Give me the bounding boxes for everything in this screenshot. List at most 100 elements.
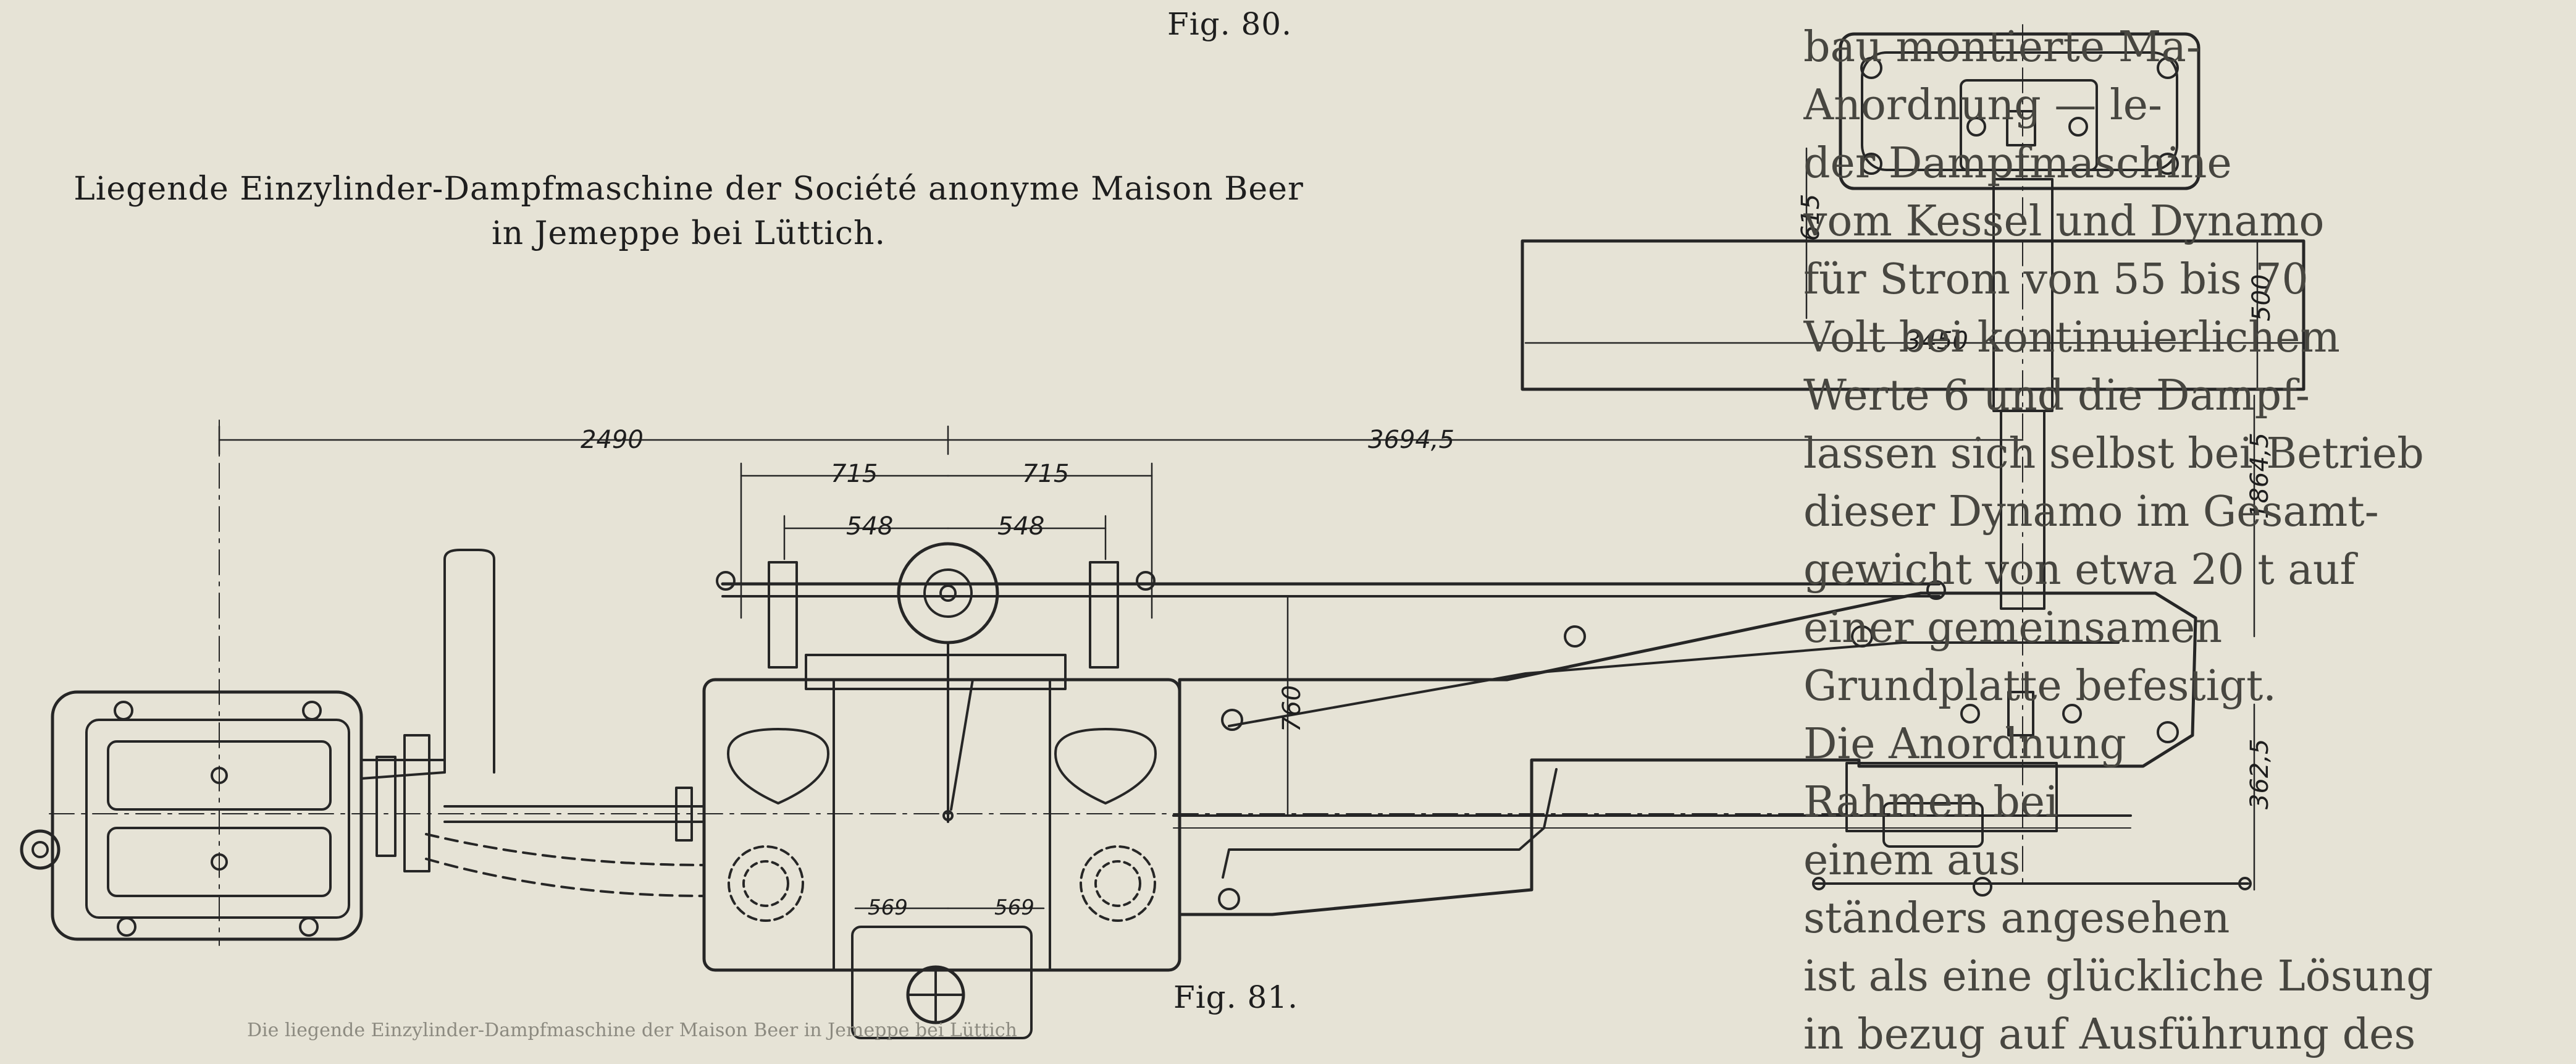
bolt: [302, 701, 322, 720]
bolt: [117, 917, 136, 937]
gland: [675, 787, 693, 842]
end-eye-inner: [31, 841, 49, 858]
bolt: [299, 917, 319, 937]
side-text-line: für Strom von 55 bis 70: [1803, 255, 2309, 304]
flange: [403, 734, 430, 872]
side-text-line: Grundplatte befestigt.: [1803, 662, 2276, 711]
governor-center: [939, 585, 957, 602]
side-text-line: in bezug auf Ausführung des: [1803, 1010, 2416, 1059]
figure-caption: Liegende Einzylinder-Dampfmaschine der S…: [25, 167, 1353, 256]
bolt: [1973, 877, 1992, 897]
bolt: [1218, 888, 1240, 910]
frame-lower-curve: [1222, 768, 1558, 879]
valve-gear-frame: [805, 654, 1067, 690]
bolt: [2157, 57, 2179, 79]
port-right: [1080, 845, 1156, 922]
side-text-line: ist als eine glückliche Lösung: [1803, 952, 2433, 1001]
port-right-inner: [1094, 860, 1141, 907]
dim-1864: 1864,5: [2246, 433, 2274, 519]
steam-pipe: [443, 549, 495, 774]
bearing-block-top: [1960, 79, 2098, 171]
governor-hub: [923, 568, 973, 618]
dim-715-left: 715: [831, 460, 878, 488]
bottom-cut-text: Die liegende Einzylinder-Dampfmaschine d…: [247, 1020, 1017, 1041]
bolt: [2157, 721, 2179, 743]
generator-assembly: [1521, 24, 2305, 890]
dim-569-right: 569: [994, 895, 1034, 920]
bolt: [2157, 153, 2179, 175]
frame-upper-curve: [1228, 641, 2120, 727]
foot-block: [851, 926, 1033, 1039]
bolt: [1564, 625, 1586, 648]
frame-outline: [1178, 591, 2197, 916]
frame-slot: [2007, 691, 2034, 737]
dimension-lines: [218, 147, 2305, 910]
side-text-line: dieser Dynamo im Gesamt-: [1803, 488, 2379, 536]
dim-615: 615: [1797, 194, 1825, 241]
valve-spindle-left: [768, 561, 798, 669]
bolt: [1860, 57, 1882, 79]
bolt: [716, 571, 736, 591]
dim-715-right: 715: [1022, 460, 1069, 488]
engine-drawing: 2490 3694,5 715 715 548 548 760 569 569 …: [20, 24, 2305, 1039]
condenser-frame: [85, 719, 350, 919]
flange: [375, 756, 396, 857]
rail-pin: [2238, 877, 2252, 890]
side-text-line: Die Anordnung: [1803, 720, 2126, 769]
dimension-labels: 2490 3694,5 715 715 548 548 760 569 569 …: [581, 194, 2276, 920]
rod-pivot: [1926, 580, 1946, 600]
bolt: [1966, 117, 1986, 137]
condenser-outer: [51, 690, 363, 941]
side-text-line: Volt bei kontinuierlichem: [1803, 313, 2340, 362]
dim-2490: 2490: [581, 426, 644, 454]
governor-arm: [950, 678, 974, 811]
bolt: [114, 701, 133, 720]
dim-569-left: 569: [868, 895, 908, 920]
flywheel-rim: [1521, 239, 2305, 391]
bolt: [1221, 709, 1243, 731]
page: Fig. 80. Liegende Einzylinder-Dampfmasch…: [20, 6, 2433, 1059]
valve-spindle-right: [1089, 561, 1119, 669]
bolt: [1860, 153, 1882, 175]
dim-548-left: 548: [846, 512, 893, 541]
side-text-line: gewicht von etwa 20 t auf: [1803, 546, 2356, 594]
bearing-slot-top: [2006, 110, 2036, 146]
side-text-line: ständers angesehen: [1803, 894, 2230, 943]
side-text-line: vom Kessel und Dynamo: [1803, 197, 2325, 246]
bolt: [1851, 625, 1873, 648]
side-text-line: der Dampfmaschine: [1803, 139, 2232, 188]
governor-pivot: [942, 810, 954, 821]
side-column-text: bau montierte Ma- Anordnung — le- der Da…: [1803, 19, 2569, 1064]
dim-362: 362,5: [2246, 738, 2274, 809]
figure-80-label: Fig. 80.: [1167, 6, 1292, 42]
end-eye: [20, 829, 61, 870]
bolt: [1136, 571, 1156, 591]
crosshead-inner: [1882, 802, 1984, 848]
bolt: [2068, 117, 2088, 137]
bolt: [2062, 704, 2082, 724]
side-text-line: lassen sich selbst bei Betrieb: [1803, 429, 2424, 478]
rail-pin: [1812, 877, 1826, 890]
side-text-line: einem aus: [1803, 836, 2021, 885]
side-text-line: Werte 6 und die Dampf-: [1803, 371, 2310, 420]
side-text-line: Anordnung — le-: [1803, 81, 2162, 130]
valve-chest-left: [727, 728, 829, 804]
figure-81-label: Fig. 81.: [1173, 979, 1298, 1015]
crosshead: [1845, 762, 2058, 832]
caption-line-2: in Jemeppe bei Lüttich.: [491, 215, 886, 252]
exhaust-dashed: [425, 833, 705, 897]
governor-wheel: [897, 542, 999, 644]
dim-500: 500: [2247, 274, 2276, 321]
bolt: [1960, 704, 1980, 724]
side-text-line: einer gemeinsamen: [1803, 604, 2223, 652]
caption-line-1: Liegende Einzylinder-Dampfmaschine der S…: [73, 171, 1304, 208]
side-text-line: bau montierte Ma-: [1803, 23, 2201, 72]
side-text-line: Rahmen bei: [1803, 778, 2058, 827]
dim-3694: 3694,5: [1368, 426, 1454, 454]
cylinder-body: [702, 678, 1181, 972]
condenser: [20, 420, 705, 946]
dim-760: 760: [1278, 685, 1306, 732]
valve-chest-right: [1054, 728, 1157, 804]
pipe-connector: [360, 759, 446, 780]
dim-3450: 3450: [1905, 327, 1968, 355]
